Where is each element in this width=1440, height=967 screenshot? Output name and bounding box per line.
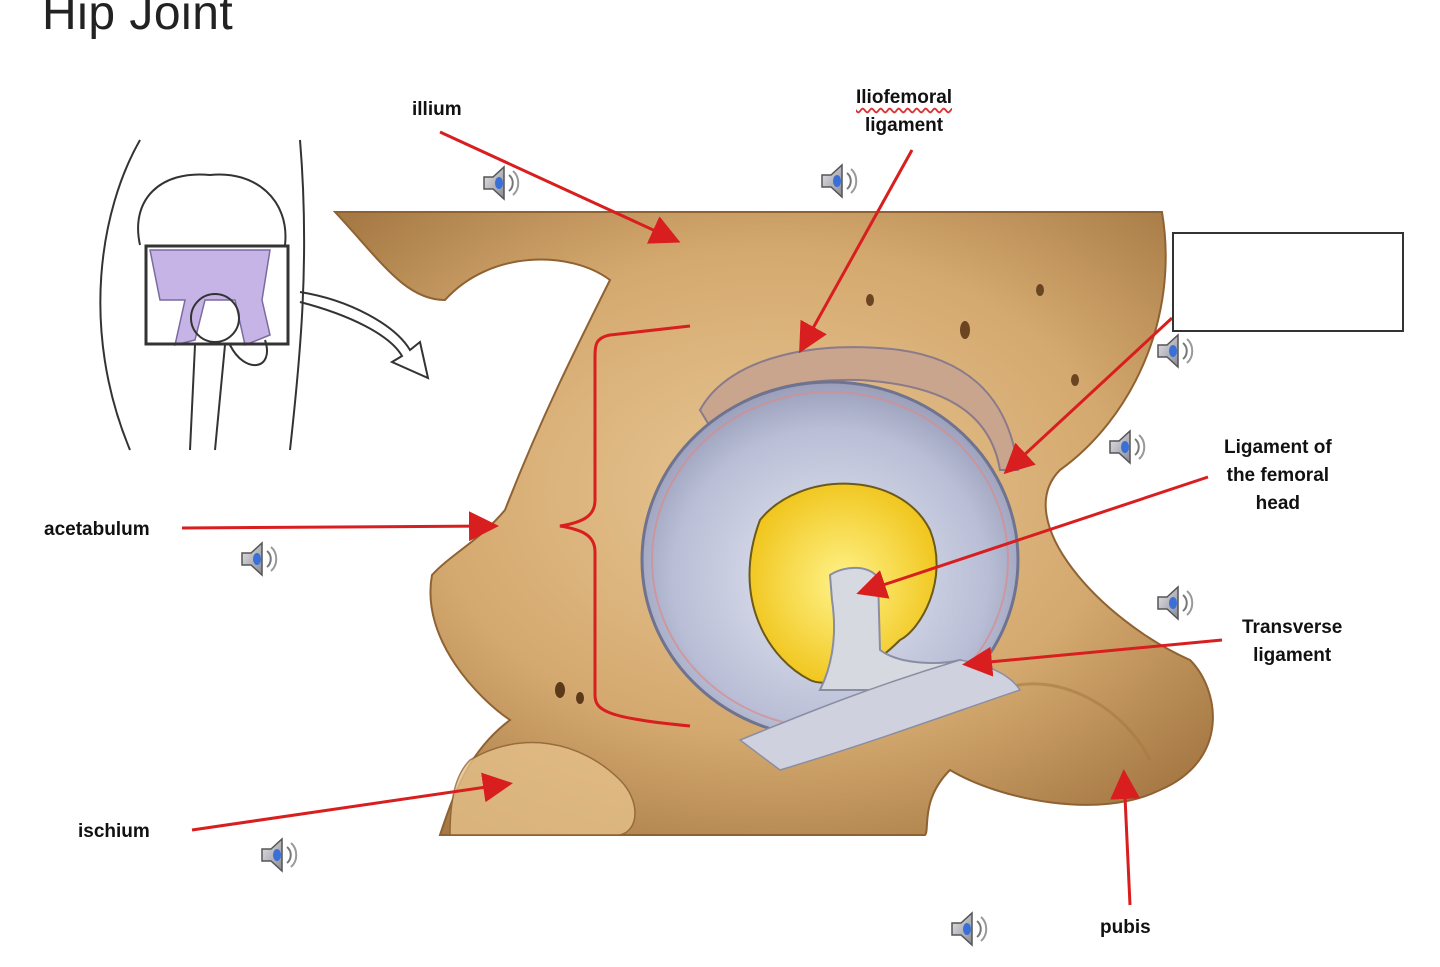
transverse-ligament bbox=[738, 659, 1022, 771]
acetabulum-cup bbox=[640, 346, 1022, 771]
label-transverse-ligament: Transverse ligament bbox=[1242, 617, 1343, 666]
blank-label-box[interactable] bbox=[1172, 232, 1404, 332]
arrow-iliofemoral bbox=[799, 149, 914, 354]
inset-pointer-arrow bbox=[299, 291, 430, 380]
label-iliofemoral-ligament: Iliofemoral ligament bbox=[856, 87, 953, 136]
label-arrows bbox=[181, 130, 1223, 906]
label-ischium: ischium bbox=[78, 821, 150, 842]
speaker-icon[interactable] bbox=[816, 158, 862, 204]
label-ligament-of-femoral-head: Ligament of the femoral head bbox=[1224, 437, 1332, 514]
label-pubis: pubis bbox=[1100, 917, 1151, 938]
label-acetabulum: acetabulum bbox=[44, 519, 150, 540]
arrow-transverse bbox=[962, 638, 1223, 677]
ligament-of-femoral-head bbox=[818, 566, 961, 691]
inset-sketch bbox=[99, 139, 430, 451]
inset-frame bbox=[144, 244, 290, 346]
arrow-acetabulum bbox=[181, 511, 499, 542]
arrow-blank-box bbox=[1003, 316, 1174, 475]
label-illium: illium bbox=[412, 99, 462, 120]
arrow-ligament-femoral-head bbox=[856, 475, 1209, 599]
inset-highlight bbox=[149, 249, 271, 347]
speaker-icon[interactable] bbox=[1104, 424, 1150, 470]
speaker-icon[interactable] bbox=[1152, 328, 1198, 374]
speaker-icon[interactable] bbox=[256, 832, 302, 878]
speaker-icon[interactable] bbox=[236, 536, 282, 582]
arrow-illium bbox=[439, 130, 681, 244]
arrow-ischium bbox=[191, 772, 513, 832]
speaker-icon[interactable] bbox=[946, 906, 992, 952]
acetabulum-brace bbox=[559, 324, 691, 728]
arrow-pubis bbox=[1110, 769, 1141, 906]
page-title: Hip Joint bbox=[42, 0, 234, 40]
speaker-icon[interactable] bbox=[478, 160, 524, 206]
speaker-icon[interactable] bbox=[1152, 580, 1198, 626]
